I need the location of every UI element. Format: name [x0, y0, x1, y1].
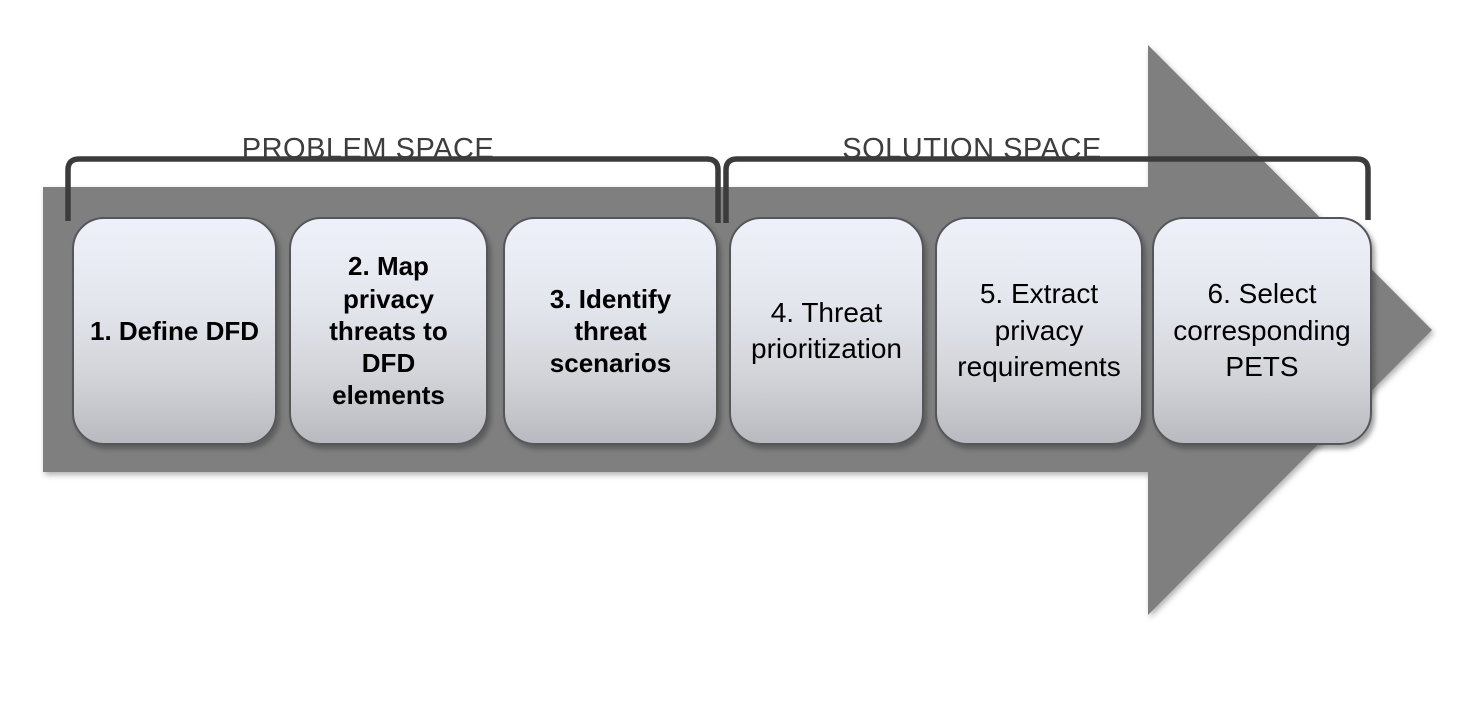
step-box-extract-privacy-requirements: 5. Extract privacy requirements: [935, 217, 1143, 445]
solution-space-label: SOLUTION SPACE: [842, 133, 1102, 165]
step-box-identify-threat-scenarios: 3. Identify threat scenarios: [503, 217, 718, 445]
step-box-map-privacy-threats: 2. Map privacy threats to DFD elements: [289, 217, 488, 445]
step-label-1: 1. Define DFD: [89, 315, 260, 346]
solution-space-bracket: [723, 156, 1371, 223]
step-label-2: 2. Map privacy threats to DFD elements: [329, 251, 448, 411]
step-label-4: 4. Threat prioritization: [751, 296, 902, 364]
step-label-3: 3. Identify threat scenarios: [549, 283, 672, 379]
step-box-threat-prioritization: 4. Threat prioritization: [729, 217, 924, 445]
problem-space-bracket: [65, 156, 721, 223]
problem-space-label: PROBLEM SPACE: [241, 133, 495, 165]
step-box-define-dfd: 1. Define DFD: [72, 217, 277, 445]
step-label-6: 6. Select corresponding PETS: [1173, 278, 1351, 383]
step-box-select-corresponding-pets: 6. Select corresponding PETS: [1152, 217, 1372, 445]
step-label-5: 5. Extract privacy requirements: [957, 278, 1121, 383]
